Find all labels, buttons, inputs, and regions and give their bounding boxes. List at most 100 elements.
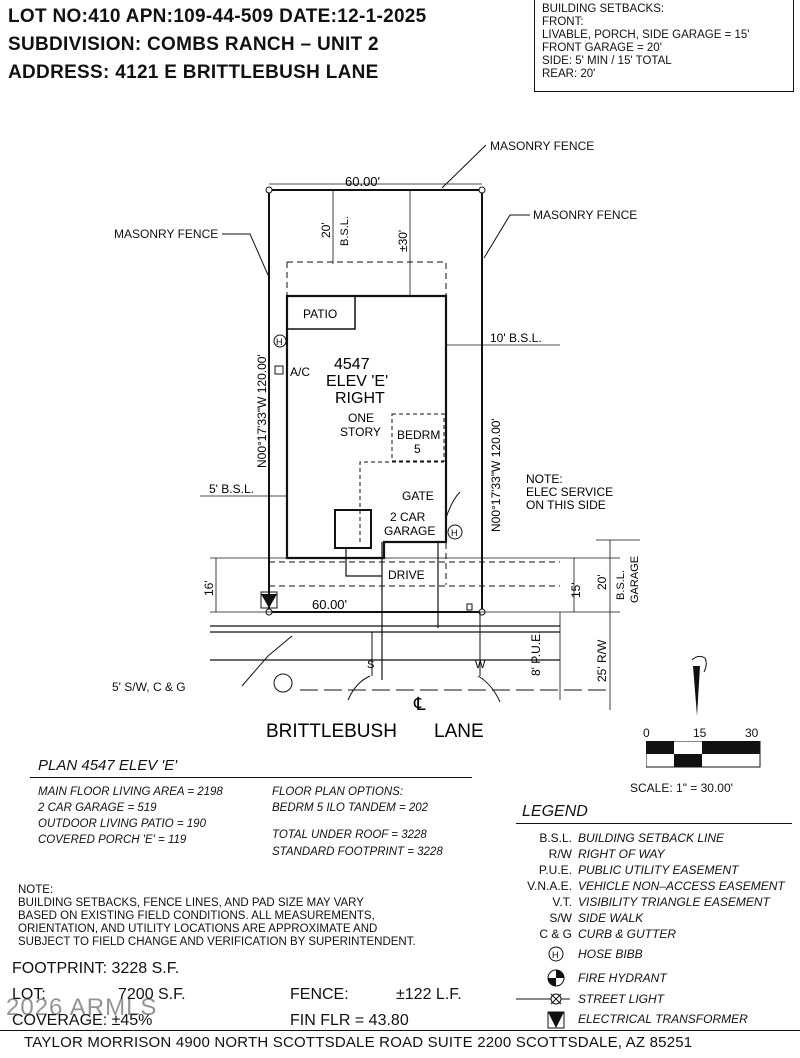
lot-value: 7200 S.F. bbox=[118, 986, 186, 1003]
legend-desc: PUBLIC UTILITY EASEMENT bbox=[578, 863, 739, 877]
gate-label: GATE bbox=[402, 489, 434, 503]
bedroom-label: BEDRM bbox=[397, 428, 440, 442]
scale-label: SCALE: 1" = 30.00' bbox=[630, 781, 733, 795]
top-width-label: 60.00' bbox=[345, 174, 380, 189]
note-title: NOTE: bbox=[18, 884, 54, 896]
sewer-mark: S bbox=[367, 659, 374, 671]
gate-swing bbox=[445, 491, 461, 519]
legend-abbr: V.T. bbox=[552, 895, 572, 909]
masonry-fence-leader bbox=[441, 144, 487, 189]
legend-symbol-desc: FIRE HYDRANT bbox=[578, 971, 667, 985]
address-line: ADDRESS: 4121 E BRITTLEBUSH LANE bbox=[8, 62, 379, 83]
plan-title: PLAN 4547 ELEV 'E' bbox=[38, 757, 178, 774]
sidewalk-leader bbox=[241, 635, 293, 687]
setbacks-front: FRONT: bbox=[542, 16, 584, 28]
setbacks-livable: LIVABLE, PORCH, SIDE GARAGE = 15' bbox=[542, 29, 750, 41]
plan-option-line: TOTAL UNDER ROOF = 3228 bbox=[272, 829, 427, 841]
scale-tick-15: 15 bbox=[693, 726, 707, 740]
fence-value: ±122 L.F. bbox=[396, 986, 462, 1003]
pue-label: 8' P.U.E. bbox=[529, 631, 543, 676]
rear-bsl-value: 20' bbox=[319, 222, 333, 238]
plan-option-line: FLOOR PLAN OPTIONS: bbox=[272, 786, 403, 798]
north-arrow-icon bbox=[693, 666, 700, 716]
legend-title: LEGEND bbox=[522, 803, 588, 820]
dim-16-label: 16' bbox=[202, 580, 216, 596]
ac-unit-icon bbox=[274, 365, 284, 375]
elec-note-line: ELEC SERVICE bbox=[526, 485, 613, 499]
masonry-fence-leader bbox=[222, 233, 269, 276]
left-bearing-label: N00°17'33"W 120.00' bbox=[255, 354, 269, 468]
legend-desc: CURB & GUTTER bbox=[578, 927, 677, 941]
hose-bibb-icon bbox=[548, 946, 564, 962]
legend-abbr: S/W bbox=[549, 911, 572, 925]
sidewalk-label: 5' S/W, C & G bbox=[112, 680, 186, 694]
patio-label: PATIO bbox=[303, 307, 337, 321]
bedroom-number: 5 bbox=[414, 442, 421, 456]
lot-corner-marker bbox=[478, 186, 486, 194]
lot-label: LOT: bbox=[12, 986, 46, 1003]
bottom-width-label: 60.00' bbox=[312, 597, 347, 612]
legend-abbr: R/W bbox=[548, 847, 572, 861]
footprint-label: FOOTPRINT: 3228 S.F. bbox=[12, 960, 180, 977]
bsl-garage-label-2: GARAGE bbox=[629, 556, 641, 603]
centerline-symbol: ℄ bbox=[413, 694, 426, 714]
legend-symbol-desc: ELECTRICAL TRANSFORMER bbox=[578, 1012, 748, 1026]
dim-15-label: 15' bbox=[569, 582, 583, 598]
patio-outline bbox=[286, 295, 356, 330]
legend-abbr: B.S.L. bbox=[539, 831, 572, 845]
garage-label-1: 2 CAR bbox=[390, 510, 426, 524]
legend-abbr: P.U.E. bbox=[538, 863, 572, 877]
dim-20-label: 20' bbox=[595, 574, 609, 590]
bsl-garage-label-1: B.S.L. bbox=[615, 570, 627, 600]
note-line: ORIENTATION, AND UTILITY LOCATIONS ARE A… bbox=[18, 923, 378, 935]
street-name-2: LANE bbox=[434, 721, 484, 742]
street-light-icon bbox=[516, 993, 570, 1005]
plan-area-line: OUTDOOR LIVING PATIO = 190 bbox=[38, 818, 206, 830]
story-label-2: STORY bbox=[340, 425, 381, 439]
right-side-bsl-label: 10' B.S.L. bbox=[490, 331, 542, 345]
scale-tick-0: 0 bbox=[643, 726, 650, 740]
story-label-1: ONE bbox=[348, 411, 374, 425]
lot-info-line: LOT NO:410 APN:109-44-509 DATE:12-1-2025 bbox=[8, 6, 427, 27]
legend-symbol-desc: HOSE BIBB bbox=[578, 947, 643, 961]
masonry-fence-leader bbox=[483, 214, 530, 259]
hand-label: RIGHT bbox=[335, 390, 385, 407]
hose-bibb-label: H bbox=[276, 337, 283, 347]
legend-abbr: C & G bbox=[539, 927, 572, 941]
ac-label: A/C bbox=[290, 365, 310, 379]
fire-hydrant-icon bbox=[547, 969, 565, 987]
hose-bibb-icon bbox=[447, 524, 463, 540]
plan-divider bbox=[30, 777, 472, 778]
fence-label: FENCE: bbox=[290, 986, 349, 1003]
masonry-fence-label: MASONRY FENCE bbox=[533, 208, 638, 222]
note-line: BUILDING SETBACKS, FENCE LINES, AND PAD … bbox=[18, 897, 364, 909]
plan-area-line: MAIN FLOOR LIVING AREA = 2198 bbox=[38, 786, 223, 798]
legend-symbols: H bbox=[516, 946, 570, 1029]
lot-corner-marker bbox=[265, 186, 273, 194]
street-name-1: BRITTLEBUSH bbox=[266, 721, 397, 742]
drive-label: DRIVE bbox=[388, 568, 425, 582]
note-line: SUBJECT TO FIELD CHANGE AND VERIFICATION… bbox=[18, 936, 416, 948]
plan-number: 4547 bbox=[334, 356, 370, 373]
scale-tick-30: 30 bbox=[745, 726, 759, 740]
setbacks-rear: REAR: 20' bbox=[542, 68, 596, 80]
electrical-transformer-icon bbox=[261, 594, 277, 608]
subdivision-line: SUBDIVISION: COMBS RANCH – UNIT 2 bbox=[8, 34, 379, 55]
plan-area-line: COVERED PORCH 'E' = 119 bbox=[38, 834, 187, 846]
legend-desc: BUILDING SETBACK LINE bbox=[578, 831, 725, 845]
water-mark: W bbox=[475, 659, 486, 671]
elevation-label: ELEV 'E' bbox=[326, 373, 388, 390]
rear-bsl-label: B.S.L. bbox=[339, 216, 351, 246]
legend-desc: VEHICLE NON–ACCESS EASEMENT bbox=[578, 879, 785, 893]
elec-note-title: NOTE: bbox=[526, 472, 563, 486]
right-bearing-label: N00°17'33"W 120.00' bbox=[489, 418, 503, 532]
coverage-label: COVERAGE: ±45% bbox=[12, 1012, 153, 1029]
builder-footer: TAYLOR MORRISON 4900 NORTH SCOTTSDALE RO… bbox=[24, 1034, 693, 1051]
legend-abbr: V.N.A.E. bbox=[527, 879, 572, 893]
hose-bibb-icon bbox=[273, 334, 287, 348]
svg-text:H: H bbox=[552, 950, 559, 960]
setbacks-side: SIDE: 5' MIN / 15' TOTAL bbox=[542, 55, 672, 67]
legend-desc: VISIBILITY TRIANGLE EASEMENT bbox=[578, 895, 770, 909]
watermark: 2026 ARMLS bbox=[6, 994, 158, 1021]
rear-depth-label: ±30' bbox=[396, 230, 410, 252]
